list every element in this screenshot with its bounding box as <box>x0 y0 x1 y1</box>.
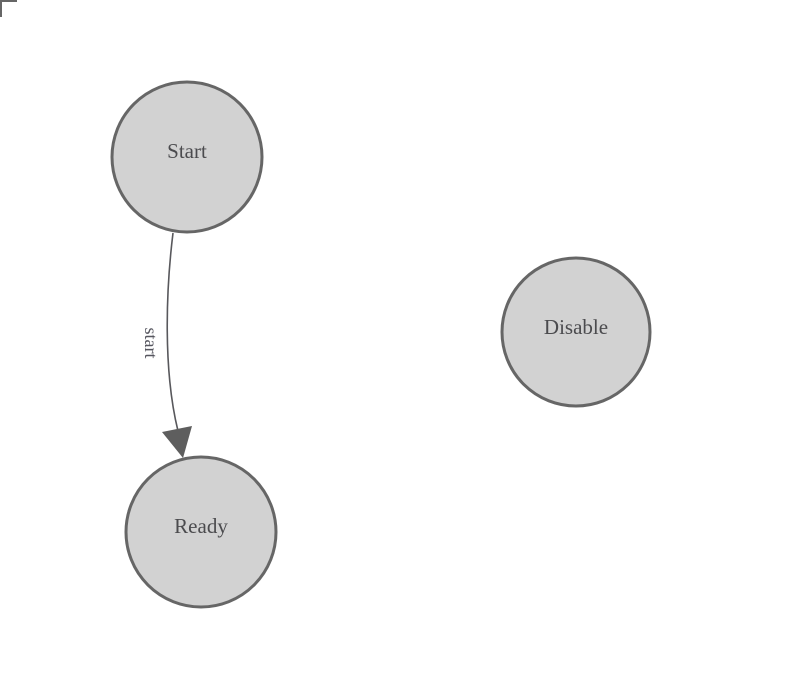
node-ready[interactable]: Ready <box>124 455 278 609</box>
node-ready-circle <box>124 455 278 609</box>
node-disable[interactable]: Disable <box>500 256 652 408</box>
node-start-circle <box>110 80 264 234</box>
edge-label: start <box>141 328 161 359</box>
edge-start-to-ready[interactable]: start <box>141 232 192 458</box>
node-disable-circle <box>500 256 652 408</box>
edge-path[interactable] <box>166 232 179 432</box>
node-start[interactable]: Start <box>110 80 264 234</box>
canvas-corner-mark <box>0 0 17 17</box>
edge-arrowhead-icon <box>162 426 192 458</box>
